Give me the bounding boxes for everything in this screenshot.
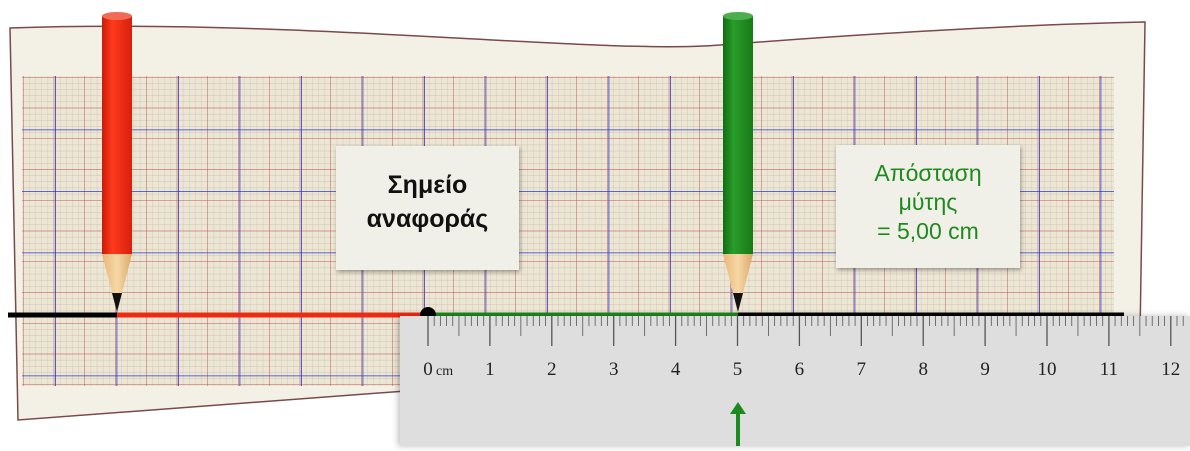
red-pencil-icon bbox=[102, 12, 132, 312]
ruler-ticks bbox=[427, 316, 1184, 346]
distance-label-line2: μύτης bbox=[898, 189, 958, 215]
distance-label-line3: = 5,00 cm bbox=[877, 218, 979, 244]
up-arrow-icon bbox=[730, 402, 746, 446]
reference-label-line2: αναφοράς bbox=[366, 205, 489, 233]
tip-distance-label: Απόσταση μύτης = 5,00 cm bbox=[836, 145, 1020, 268]
ruler-tick-label: 9 bbox=[980, 359, 990, 380]
ruler-tick-label: 2 bbox=[547, 359, 557, 380]
reference-point-label: Σημείο αναφοράς bbox=[336, 146, 519, 270]
ruler-tick-label: 4 bbox=[671, 359, 681, 380]
ruler-unit-label: cm bbox=[436, 364, 453, 379]
ruler-tick-label: 6 bbox=[795, 359, 805, 380]
reference-label-line1: Σημείο bbox=[387, 171, 468, 199]
ruler-tick-label: 11 bbox=[1100, 359, 1118, 380]
ruler-tick-label: 3 bbox=[609, 359, 619, 380]
ruler-tick-label: 10 bbox=[1038, 359, 1057, 380]
ruler-tick-label: 0 bbox=[423, 359, 433, 380]
ruler-tick-label: 12 bbox=[1161, 359, 1180, 380]
ruler-tick-label: 5 bbox=[733, 359, 743, 380]
distance-label-line1: Απόσταση bbox=[874, 160, 982, 186]
ruler-tick-label: 8 bbox=[918, 359, 928, 380]
ruler-tick-label: 1 bbox=[485, 359, 495, 380]
green-pencil-icon bbox=[723, 12, 753, 312]
ruler-tick-label: 7 bbox=[857, 359, 867, 380]
